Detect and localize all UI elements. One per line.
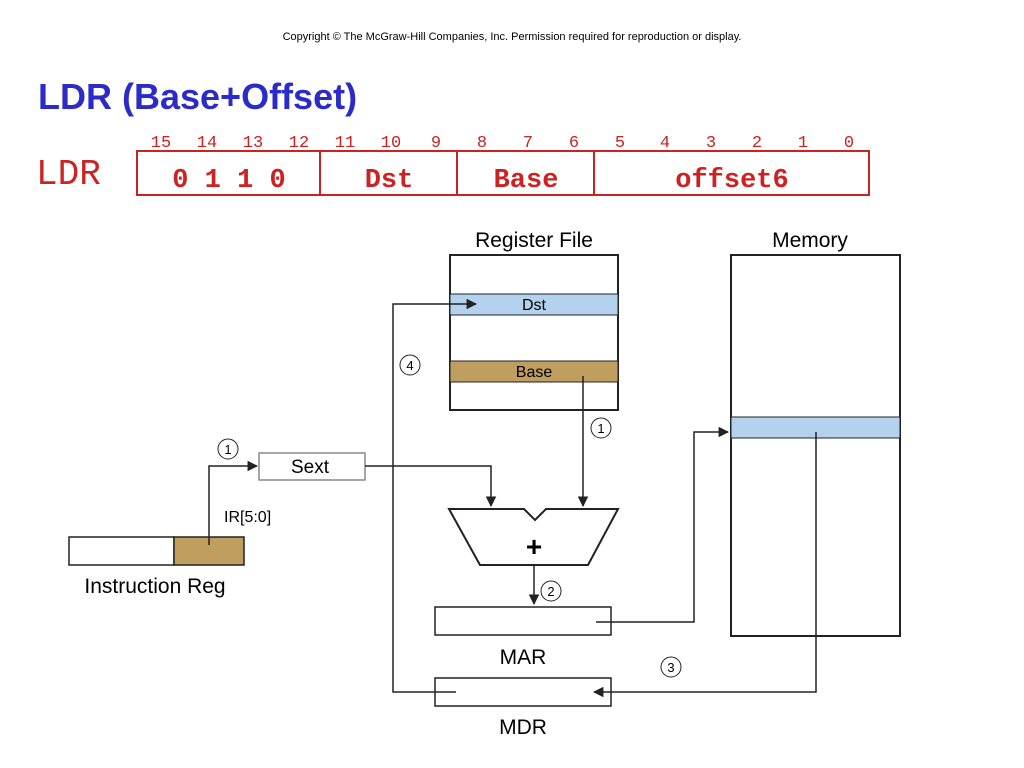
instruction-reg-label: Instruction Reg bbox=[84, 575, 225, 598]
mdr-label: MDR bbox=[499, 716, 547, 739]
bit-number: 4 bbox=[660, 134, 670, 153]
register-file bbox=[449, 254, 619, 411]
sext-unit bbox=[258, 452, 366, 481]
bit-number: 14 bbox=[197, 134, 217, 153]
step-marker: 2 bbox=[547, 584, 554, 599]
bit-number-row: 15 14 13 12 11 10 9 8 7 6 5 4 3 2 1 0 bbox=[151, 134, 854, 153]
ir-slice-label: IR[5:0] bbox=[224, 509, 271, 526]
bit-number: 6 bbox=[569, 134, 579, 153]
bit-number: 5 bbox=[615, 134, 625, 153]
ldr-mnemonic: LDR bbox=[36, 154, 101, 195]
mdr-register bbox=[434, 677, 612, 707]
sext-label: Sext bbox=[291, 457, 330, 478]
opcode-field: 0 1 1 0 bbox=[172, 166, 285, 196]
adder bbox=[447, 508, 620, 566]
ir-to-sext-wire bbox=[208, 460, 259, 545]
adder-symbol: + bbox=[526, 531, 542, 562]
page-title: LDR (Base+Offset) bbox=[38, 76, 358, 117]
bit-number: 12 bbox=[289, 134, 309, 153]
step-marker: 3 bbox=[667, 660, 674, 675]
bit-number: 8 bbox=[477, 134, 487, 153]
memory-label: Memory bbox=[772, 229, 848, 252]
bit-number: 13 bbox=[243, 134, 263, 153]
bit-number: 1 bbox=[798, 134, 808, 153]
mar-register bbox=[434, 606, 612, 636]
bit-number: 7 bbox=[523, 134, 533, 153]
instruction-register bbox=[68, 536, 175, 566]
mar-label: MAR bbox=[500, 646, 547, 669]
base-field: Base bbox=[494, 166, 559, 196]
bit-number: 10 bbox=[381, 134, 401, 153]
register-file-label: Register File bbox=[475, 229, 593, 252]
dst-field: Dst bbox=[365, 166, 414, 196]
step-marker: 1 bbox=[224, 442, 231, 457]
bit-number: 2 bbox=[752, 134, 762, 153]
step-marker: 1 bbox=[597, 421, 604, 436]
base-register-label: Base bbox=[516, 364, 553, 381]
bit-number: 9 bbox=[431, 134, 441, 153]
copyright-notice: Copyright © The McGraw-Hill Companies, I… bbox=[282, 31, 742, 43]
offset6-field: offset6 bbox=[675, 166, 788, 196]
base-register bbox=[449, 360, 619, 383]
memory-to-mdr-wire bbox=[592, 432, 817, 698]
encoding-box: 0 1 1 0 Dst Base offset6 bbox=[136, 150, 870, 196]
bit-number: 15 bbox=[151, 134, 171, 153]
mar-to-memory-wire bbox=[596, 426, 730, 623]
dst-register-label: Dst bbox=[522, 297, 547, 314]
bit-number: 11 bbox=[335, 134, 355, 153]
bit-number: 0 bbox=[844, 134, 854, 153]
mdr-to-dst-wire bbox=[392, 298, 478, 693]
step-marker: 4 bbox=[406, 358, 413, 373]
bit-number: 3 bbox=[706, 134, 716, 153]
connections bbox=[208, 298, 817, 698]
sext-to-adder-wire bbox=[365, 465, 497, 508]
step-markers: 1 1 2 3 4 bbox=[217, 354, 682, 678]
